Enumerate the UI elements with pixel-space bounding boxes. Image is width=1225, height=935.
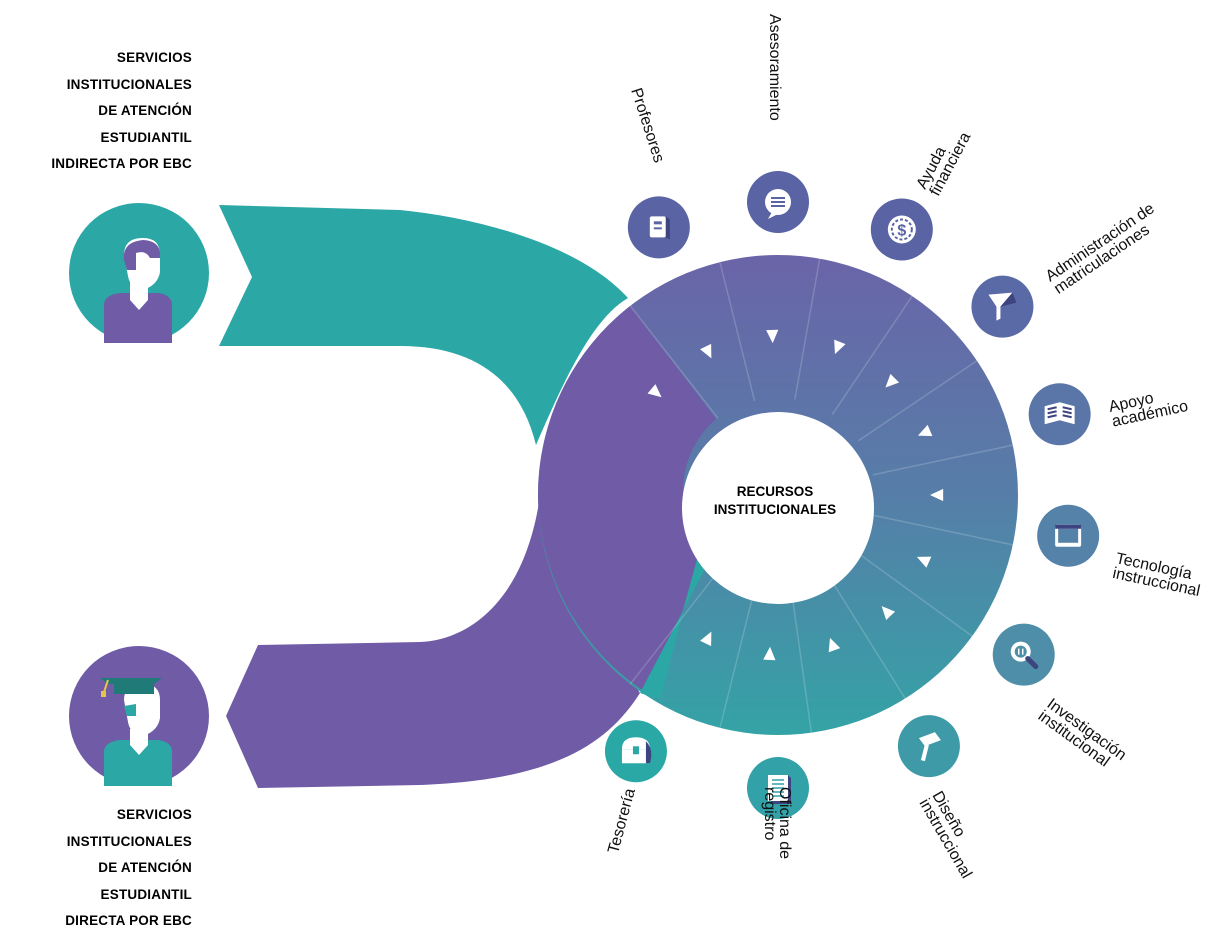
ring-arrow (916, 556, 932, 568)
ring-arrow (766, 329, 779, 344)
service-label-diseno-instruccional: Diseñoinstruccional (916, 789, 988, 882)
heading-line: ESTUDIANTIL (100, 129, 192, 145)
service-label-administracion-matriculaciones: Administración dematriculaciones (1043, 200, 1166, 298)
heading-line: SERVICIOS (116, 50, 192, 65)
center-title-line: INSTITUCIONALES (713, 502, 837, 517)
heading-line: DIRECTA POR EBC (65, 913, 192, 928)
direct-services-heading: SERVICIOS INSTITUCIONALES DE ATENCIÓN ES… (0, 802, 192, 935)
ring-divider (629, 305, 719, 420)
magnifier-icon (992, 623, 1055, 686)
staff-person-icon (69, 203, 209, 343)
ring-arrow (885, 373, 900, 388)
ring-divider (790, 590, 813, 733)
heading-line: INSTITUCIONALES (66, 76, 192, 92)
heading-line: INDIRECTA POR EBC (51, 156, 192, 171)
service-label-apoyo-academico: Apoyoacadémico (1107, 383, 1189, 430)
ring-segment-dividers (629, 258, 1013, 733)
ring-left-purple-segment (538, 306, 716, 495)
center-title-line: RECURSOS (736, 484, 814, 499)
center-hub (682, 412, 874, 604)
center-title: RECURSOS INSTITUCIONALES (680, 483, 870, 519)
ring-arrow (700, 343, 712, 359)
chat-bubble-icon (747, 171, 809, 233)
book-icon (627, 196, 690, 259)
indirect-services-heading: SERVICIOS INSTITUCIONALES DE ATENCIÓN ES… (0, 45, 192, 178)
ring-lower-left-teal-segment (640, 548, 707, 700)
ring-divider (828, 576, 906, 699)
ring-divider (719, 261, 756, 402)
ring-divider (856, 551, 973, 637)
ring-arrow (881, 606, 896, 620)
ring-lower-left-purple-segment (538, 495, 700, 700)
ring-arrow (763, 646, 776, 661)
tablet-icon (1037, 504, 1100, 567)
document-icon (747, 757, 809, 819)
treasure-chest-icon (604, 720, 667, 783)
dollar-coin-icon: $ (870, 198, 933, 261)
open-book-icon (1028, 383, 1091, 446)
ring-arrow (647, 384, 662, 398)
ring-arrow (700, 631, 712, 647)
ring-arrow (930, 488, 944, 502)
service-label-profesores: Profesores (627, 86, 667, 165)
direct-flow-band (226, 496, 640, 788)
service-label-asesoramiento: Asesoramiento (766, 14, 783, 121)
heading-line: INSTITUCIONALES (66, 833, 192, 849)
hammer-icon (897, 715, 960, 778)
ring-arrow (917, 424, 933, 437)
service-label-tecnologia-instruccional: Tecnologíainstruccional (1111, 550, 1205, 600)
ring-divider (857, 360, 978, 442)
ring-divider (629, 570, 719, 685)
ring-divider (719, 588, 756, 729)
service-label-oficina-registro: Oficina deregistro (761, 787, 793, 859)
funnel-icon (971, 275, 1034, 338)
indirect-flow-band (219, 205, 628, 445)
ring-divider (794, 258, 821, 400)
service-label-investigacion-institucional: Investigacióninstitucional (1035, 695, 1129, 776)
ring-arrow (834, 339, 846, 355)
heading-line: DE ATENCIÓN (98, 103, 192, 118)
service-label-ayuda-financiera: Ayudafinanciera (914, 123, 975, 199)
heading-line: DE ATENCIÓN (98, 860, 192, 875)
heading-line: ESTUDIANTIL (100, 886, 192, 902)
ring-divider (831, 295, 913, 416)
graduate-person-icon (69, 646, 209, 786)
ring-divider (872, 514, 1013, 546)
ring-arrow (828, 637, 841, 653)
ring-divider (872, 444, 1013, 476)
service-label-tesoreria: Tesorería (605, 787, 639, 856)
svg-text:$: $ (897, 222, 906, 239)
heading-line: SERVICIOS (116, 807, 192, 822)
